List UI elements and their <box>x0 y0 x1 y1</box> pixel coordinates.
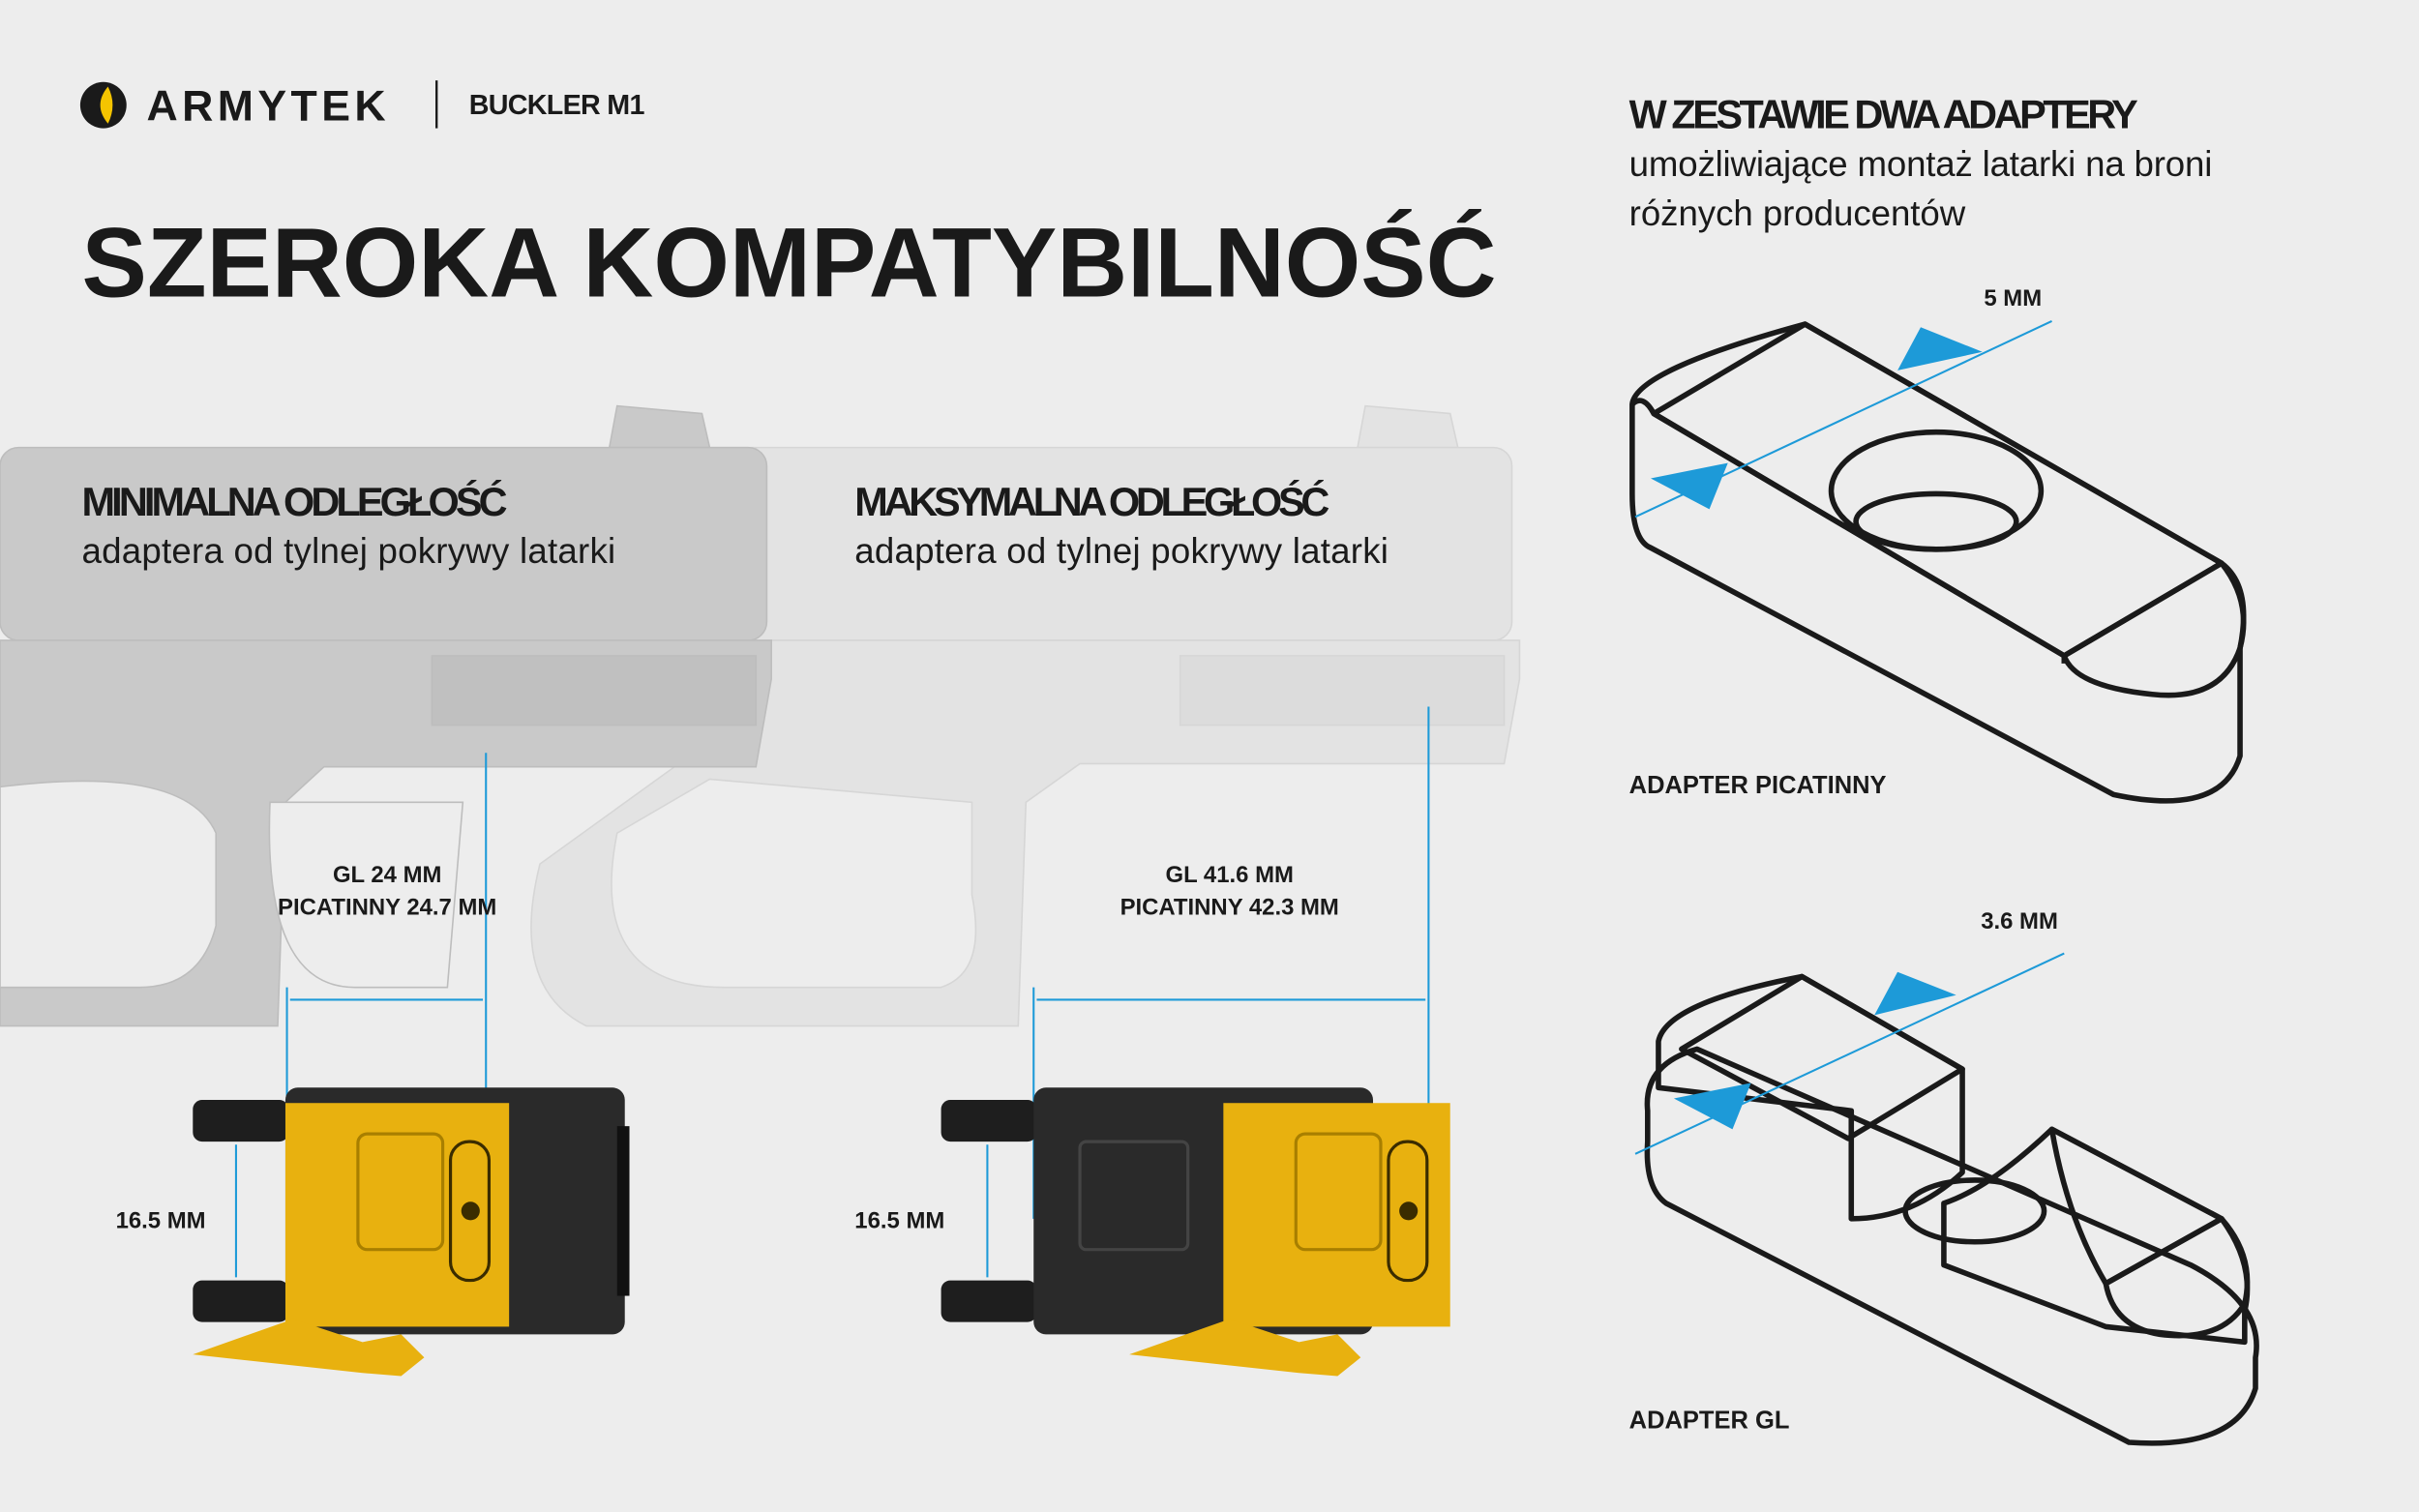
pistol-illustration-max <box>530 404 1521 1027</box>
armytek-logo-icon <box>79 81 127 129</box>
min-subheading: adaptera od tylnej pokrywy latarki <box>82 531 616 571</box>
min-height-label: 16.5 MM <box>116 1207 206 1233</box>
product-name: BUCKLER M1 <box>469 90 645 121</box>
picatinny-label: ADAPTER PICATINNY <box>1629 772 1887 799</box>
adapters-subline-1: umożliwiające montaż latarki na broni <box>1629 144 2213 184</box>
adapters-heading: W ZESTAWIE DWA ADAPTERY <box>1629 92 2138 137</box>
brand-name: ARMYTEK <box>146 83 385 131</box>
min-dim-picatinny: PICATINNY 24.7 MM <box>278 895 496 921</box>
picatinny-thickness: 5 MM <box>1984 285 2042 311</box>
max-subheading: adaptera od tylnej pokrywy latarki <box>854 531 1389 571</box>
gl-adapter-drawing <box>1634 952 2259 1446</box>
max-height-label: 16.5 MM <box>854 1207 944 1233</box>
max-heading: MAKSYMALNA ODLEGŁOŚĆ <box>854 479 1329 524</box>
flashlight-max <box>941 1087 1450 1377</box>
gl-thickness: 3.6 MM <box>1981 908 2058 934</box>
max-dim-picatinny: PICATINNY 42.3 MM <box>1120 895 1339 921</box>
flashlight-min <box>193 1087 630 1377</box>
min-dim-gl: GL 24 MM <box>333 862 441 888</box>
adapters-subline-2: różnych producentów <box>1629 193 1966 233</box>
gl-label: ADAPTER GL <box>1629 1408 1790 1435</box>
picatinny-adapter-drawing <box>1629 319 2247 804</box>
max-dim-gl: GL 41.6 MM <box>1166 862 1294 888</box>
pistol-illustration-min <box>0 404 772 1027</box>
page-title: SZEROKA KOMPATYBILNOŚĆ <box>82 207 1497 317</box>
min-heading: MINIMALNA ODLEGŁOŚĆ <box>82 479 508 524</box>
